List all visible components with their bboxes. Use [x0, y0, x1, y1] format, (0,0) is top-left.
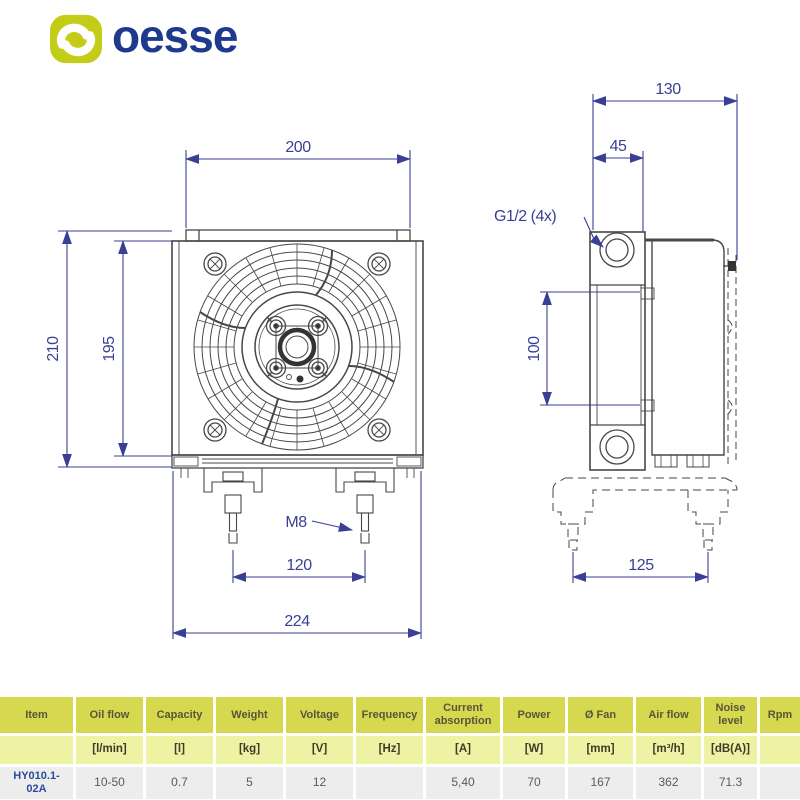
value-frequency: [356, 767, 423, 799]
dim-front-stud-thread: M8: [285, 514, 354, 532]
svg-text:120: 120: [286, 557, 312, 574]
value-power: 70: [503, 767, 565, 799]
unit-item: [0, 736, 73, 764]
technical-drawing: 200 210 195 M8 120: [45, 81, 739, 639]
value-weight: 5: [216, 767, 283, 799]
dim-front-width-top: 200: [184, 139, 412, 228]
svg-text:130: 130: [655, 81, 681, 98]
value-fan-diameter: 167: [568, 767, 633, 799]
svg-text:210: 210: [45, 336, 62, 362]
unit-fan-diameter: [mm]: [568, 736, 633, 764]
dim-front-height-outer: 210: [45, 229, 172, 469]
dim-side-port-offset: 45: [591, 138, 645, 232]
col-header-capacity: Capacity: [146, 697, 213, 733]
col-header-item: Item: [0, 697, 73, 733]
unit-power: [W]: [503, 736, 565, 764]
dimensions: 200 210 195 M8 120: [45, 81, 739, 639]
side-bracket-dashed: [552, 477, 738, 551]
value-item: HY010.1-02A: [0, 767, 73, 799]
unit-noise-level: [dB(A)]: [704, 736, 757, 764]
brand-logo: oesse: [48, 10, 238, 65]
dim-front-width-overall: 224: [171, 471, 423, 639]
unit-air-flow: [m³/h]: [636, 736, 701, 764]
svg-text:200: 200: [285, 139, 311, 156]
svg-text:100: 100: [526, 336, 543, 362]
value-current-absorption: 5,40: [426, 767, 500, 799]
col-header-weight: Weight: [216, 697, 283, 733]
col-header-rpm: Rpm: [760, 697, 800, 733]
unit-weight: [kg]: [216, 736, 283, 764]
dim-front-stud-spacing: 120: [231, 550, 367, 583]
side-view: [552, 231, 738, 551]
fan-guard-arms: [199, 249, 395, 445]
svg-text:125: 125: [628, 557, 654, 574]
unit-frequency: [Hz]: [356, 736, 423, 764]
unit-rpm: [760, 736, 800, 764]
dim-side-port-thread: G1/2 (4x): [494, 208, 604, 248]
col-header-frequency: Frequency: [356, 697, 423, 733]
fan-hub: [254, 304, 340, 390]
brand-name: oesse: [112, 10, 238, 62]
col-header-power: Power: [503, 697, 565, 733]
value-voltage: 12: [286, 767, 353, 799]
front-view: [171, 229, 424, 544]
unit-capacity: [l]: [146, 736, 213, 764]
col-header-noise-level: Noise level: [704, 697, 757, 733]
svg-text:G1/2 (4x): G1/2 (4x): [494, 208, 556, 225]
col-header-current-absorption: Current absorption: [426, 697, 500, 733]
dim-side-bracket-spacing: 125: [571, 552, 710, 583]
col-header-fan-diameter: Ø Fan: [568, 697, 633, 733]
svg-text:45: 45: [610, 138, 627, 155]
fan-guard-spokes: [194, 244, 400, 450]
spec-table: Item Oil flow Capacity Weight Voltage Fr…: [0, 697, 800, 799]
mounting-brackets: [203, 468, 395, 544]
value-rpm: [760, 767, 800, 799]
value-oil-flow: 10-50: [76, 767, 143, 799]
svg-text:M8: M8: [285, 514, 307, 531]
value-capacity: 0.7: [146, 767, 213, 799]
col-header-voltage: Voltage: [286, 697, 353, 733]
dim-side-port-spacing: 100: [526, 290, 640, 407]
unit-oil-flow: [l/min]: [76, 736, 143, 764]
svg-text:195: 195: [101, 336, 118, 362]
col-header-air-flow: Air flow: [636, 697, 701, 733]
corner-screws: [203, 252, 391, 442]
value-air-flow: 362: [636, 767, 701, 799]
unit-voltage: [V]: [286, 736, 353, 764]
dim-front-height-inner: 195: [101, 239, 172, 458]
unit-current-absorption: [A]: [426, 736, 500, 764]
value-noise-level: 71.3: [704, 767, 757, 799]
col-header-oil-flow: Oil flow: [76, 697, 143, 733]
svg-text:224: 224: [284, 613, 310, 630]
oesse-logo-icon: [50, 14, 102, 64]
